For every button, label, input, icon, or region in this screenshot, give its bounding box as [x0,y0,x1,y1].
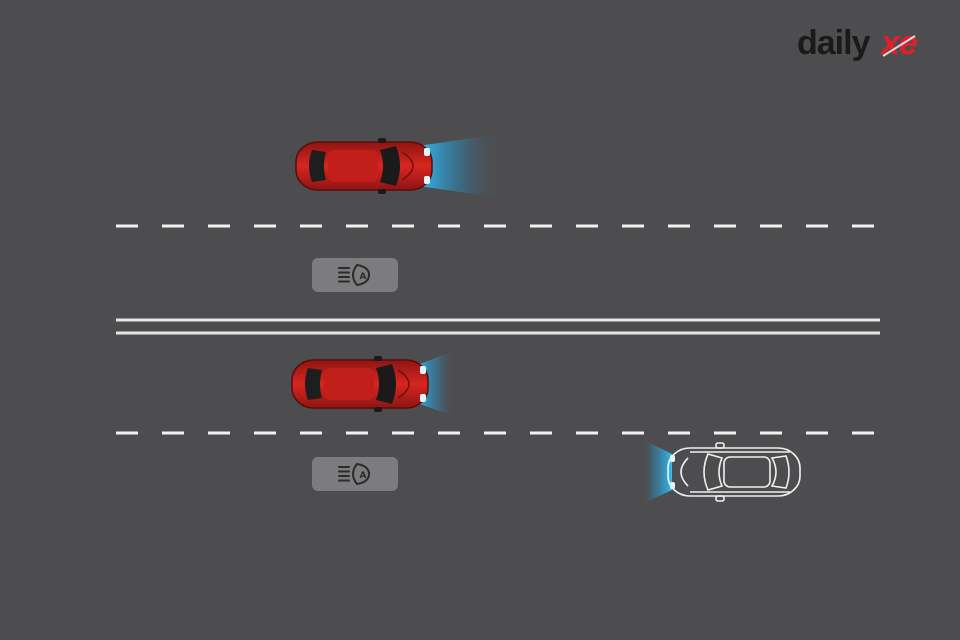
logo-mark: daily xe [797,24,918,62]
lower-auto-high-beam-badge: A [312,457,398,491]
logo-xe-text: xe [879,24,917,62]
dailyxe-logo: daily xe [795,22,937,66]
logo-daily-text: daily [797,24,871,62]
oncoming-outline-car [642,440,801,504]
auto-high-beam-icon: A [338,263,371,287]
svg-text:A: A [360,272,367,282]
upper-red-car [295,134,502,198]
oncoming-headlight-beam [642,440,672,504]
auto-high-beam-icon: A [338,462,371,486]
center-double-line [116,318,880,335]
car-body [295,138,433,194]
lower-red-car [291,352,454,416]
car-body [291,356,429,412]
upper-auto-high-beam-badge: A [312,258,398,292]
svg-text:A: A [360,471,367,481]
high-beam-light [418,134,502,198]
car-outline [667,442,801,502]
